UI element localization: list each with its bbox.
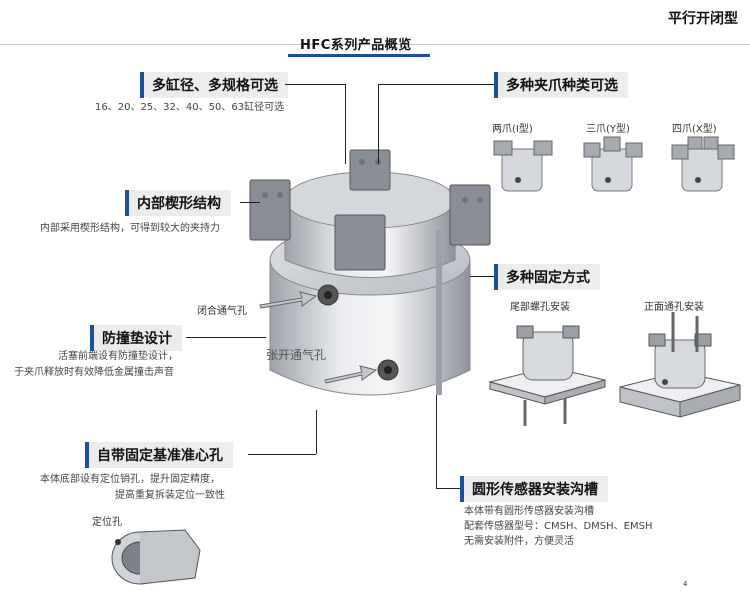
- feature-locating-desc-1: 本体底部设有定位销孔，提升固定精度，: [40, 474, 220, 485]
- feature-bore-label: 多缸径、多规格可选: [140, 72, 288, 98]
- header-divider: [0, 44, 750, 45]
- jaw-option-three: 三爪(Y型): [586, 124, 630, 135]
- two-jaw-thumbnail: [493, 140, 553, 192]
- three-jaw-thumbnail: [583, 136, 643, 192]
- feature-cushion-desc-1: 活塞前端设有防撞垫设计，: [58, 351, 178, 362]
- feature-sensor-desc-3: 无需安装附件，方便灵活: [464, 536, 574, 547]
- close-port-label: 闭合通气孔: [197, 306, 247, 317]
- leader-line: [240, 202, 260, 203]
- tail-mount-illustration: [488, 325, 607, 426]
- open-port-label: 张开通气孔: [266, 348, 327, 362]
- leader-line: [436, 488, 460, 489]
- leader-line: [378, 84, 379, 164]
- feature-cushion-label: 防撞垫设计: [90, 325, 182, 351]
- mount-option-tail: 尾部螺孔安装: [510, 302, 570, 313]
- locating-hole-label: 定位孔: [92, 517, 122, 528]
- leader-line: [316, 410, 317, 454]
- leader-line: [436, 395, 437, 488]
- section-title: HFC系列产品概览: [300, 38, 412, 53]
- leader-line: [378, 84, 494, 85]
- locating-hole-illustration: [111, 529, 201, 585]
- front-mount-illustration: [619, 312, 741, 418]
- feature-sensor-label: 圆形传感器安装沟槽: [460, 476, 608, 502]
- page-number: 4: [683, 580, 688, 588]
- feature-locating-desc-2: 提高重复拆装定位一致性: [115, 490, 225, 501]
- leader-line: [248, 454, 316, 455]
- feature-locating-label: 自带固定基准准心孔: [85, 442, 233, 468]
- section-title-underline: [288, 54, 430, 57]
- gripper-illustration: [249, 149, 491, 396]
- feature-wedge-label: 内部楔形结构: [125, 190, 231, 216]
- feature-bore-desc: 16、20、25、32、40、50、63缸径可选: [95, 102, 285, 113]
- feature-wedge-desc: 内部采用楔形结构，可得到较大的夹持力: [40, 223, 220, 234]
- four-jaw-thumbnail: [671, 136, 735, 192]
- mount-option-front: 正面通孔安装: [644, 302, 704, 313]
- jaw-option-two: 两爪(I型): [492, 124, 533, 135]
- feature-jaws-label: 多种夹爪种类可选: [494, 72, 628, 98]
- leader-line: [470, 276, 494, 277]
- leader-line: [186, 337, 266, 338]
- jaw-option-four: 四爪(X型): [672, 124, 717, 135]
- feature-sensor-desc-2: 配套传感器型号：CMSH、DMSH、EMSH: [464, 521, 653, 532]
- page-title: 平行开闭型: [668, 11, 738, 27]
- feature-sensor-desc-1: 本体带有圆形传感器安装沟槽: [464, 506, 594, 517]
- leader-line: [285, 84, 345, 85]
- feature-cushion-desc-2: 于夹爪释放时有效降低金属撞击声音: [14, 367, 174, 378]
- feature-mounting-label: 多种固定方式: [494, 264, 600, 290]
- leader-line: [345, 84, 346, 164]
